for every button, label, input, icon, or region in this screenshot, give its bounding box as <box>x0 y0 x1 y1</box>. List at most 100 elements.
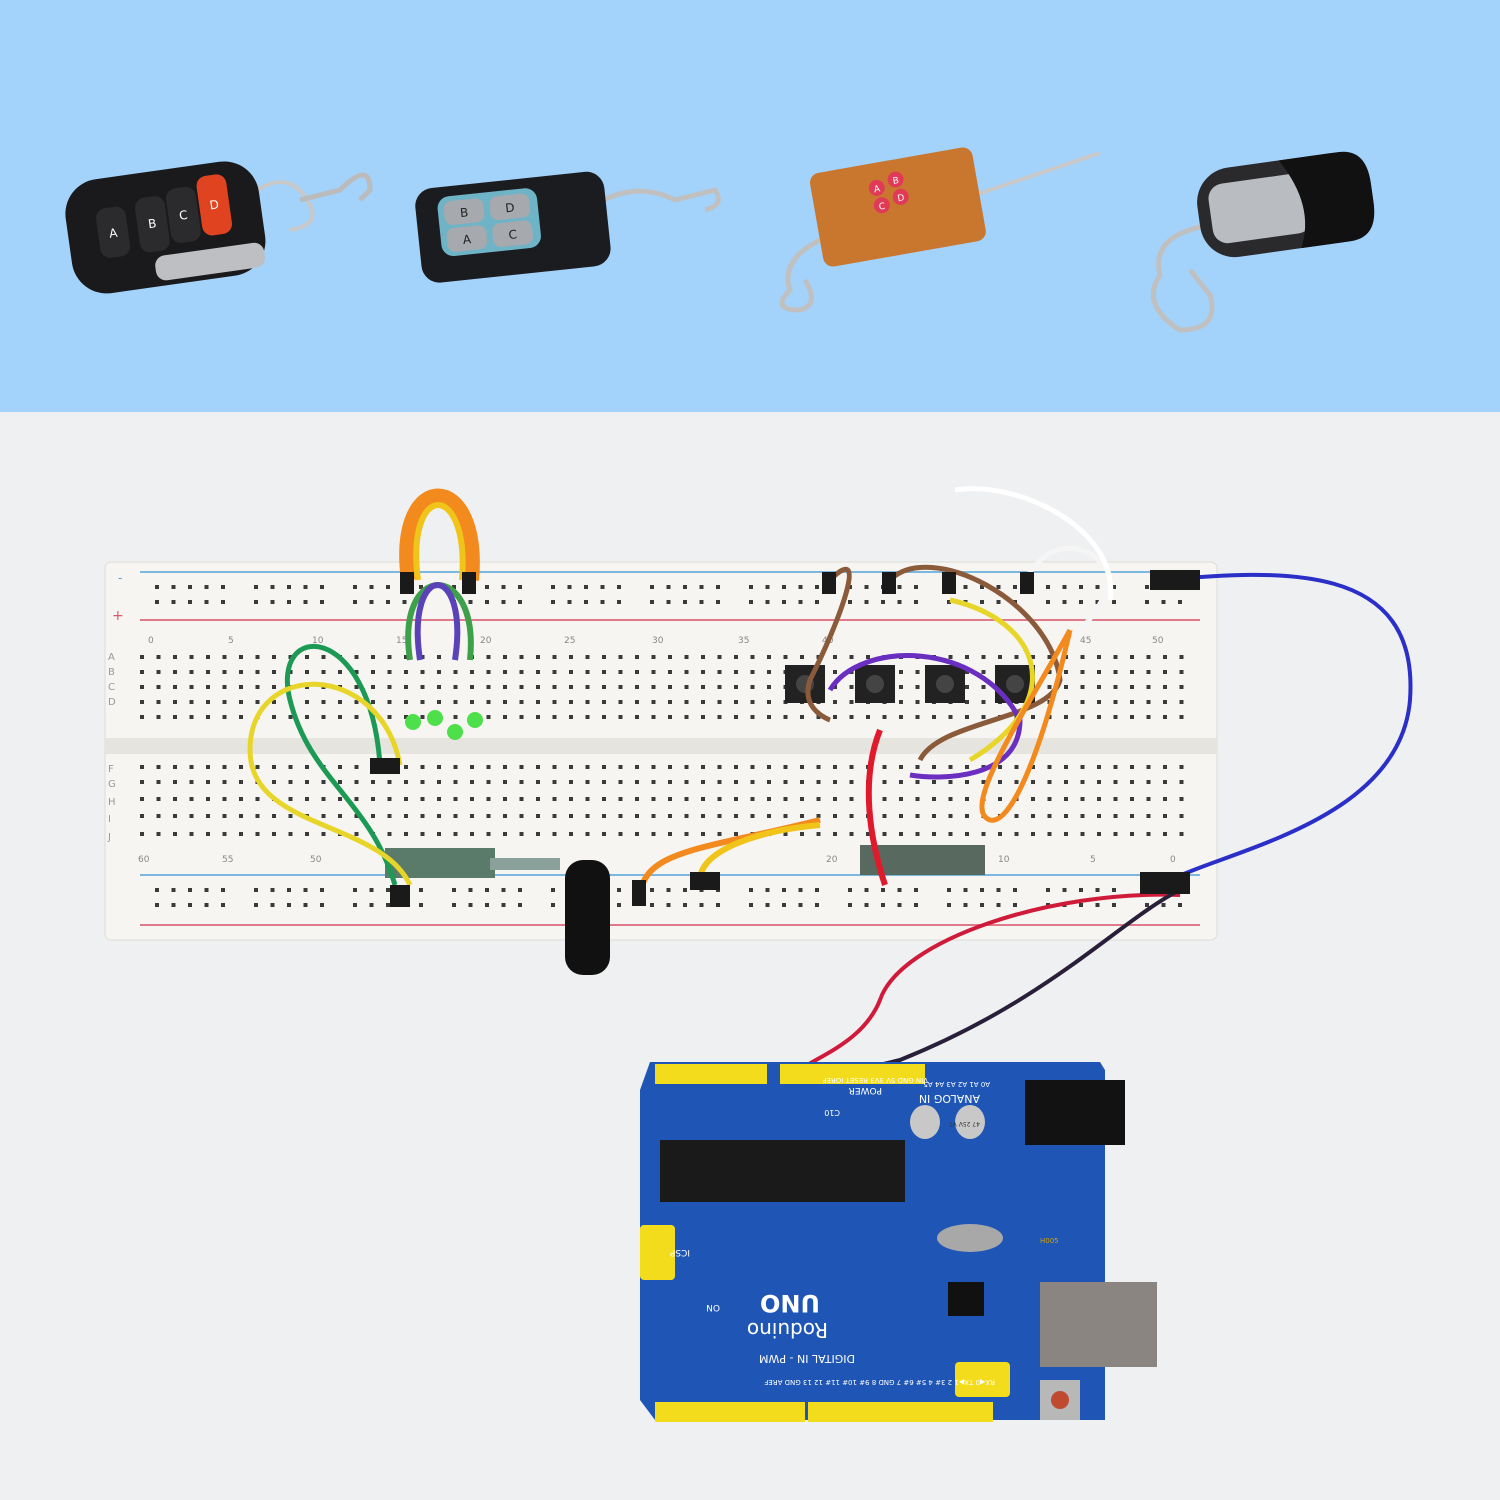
breadboard-hole <box>816 765 821 769</box>
breadboard-hole <box>140 685 144 689</box>
breadboard-hole <box>536 685 540 689</box>
breadboard-hole <box>338 814 342 818</box>
breadboard-hole <box>354 715 359 719</box>
breadboard-hole <box>618 700 623 704</box>
breadboard-hole <box>189 765 194 769</box>
breadboard-hole <box>717 685 722 689</box>
breadboard-hole <box>354 814 359 818</box>
breadboard-hole <box>750 715 755 719</box>
breadboard-hole <box>206 685 210 689</box>
breadboard-hole <box>1080 780 1085 784</box>
power-header <box>780 1064 925 1084</box>
breadboard-hole <box>171 903 176 907</box>
breadboard-hole <box>552 832 557 836</box>
breadboard-hole <box>1097 780 1101 784</box>
breadboard-hole <box>501 600 506 604</box>
breadboard-hole <box>849 765 854 769</box>
breadboard-hole <box>1062 600 1067 604</box>
breadboard-hole <box>897 888 902 892</box>
breadboard-hole <box>749 888 753 892</box>
row-letter: A <box>108 652 115 663</box>
breadboard-hole <box>321 700 326 704</box>
remote-1: A B C D <box>65 161 373 294</box>
breadboard-hole <box>270 600 275 604</box>
breadboard-hole <box>684 715 689 719</box>
breadboard-hole <box>486 780 491 784</box>
breadboard-hole <box>189 797 194 801</box>
col-number: 30 <box>652 636 664 646</box>
breadboard-hole <box>980 600 984 604</box>
jumper-wires <box>247 486 1413 1082</box>
breadboard-hole <box>684 765 689 769</box>
breadboard-hole <box>272 685 276 689</box>
breadboard-hole <box>717 797 722 801</box>
breadboard-hole <box>767 780 771 784</box>
breadboard-hole <box>866 715 870 719</box>
breadboard-hole <box>965 814 969 818</box>
breadboard-hole <box>1113 765 1118 769</box>
breadboard-hole <box>188 600 192 604</box>
breadboard-hole <box>932 715 936 719</box>
breadboard-hole <box>486 655 491 659</box>
breadboard-hole <box>783 655 788 659</box>
breadboard-hole <box>1130 670 1134 674</box>
breadboard-hole <box>1080 685 1085 689</box>
breadboard-hole <box>470 780 474 784</box>
breadboard-hole <box>486 700 491 704</box>
arduino-board: ANALOG IN A0 A1 A2 A3 A4 A5 POWER VIN GN… <box>640 1062 1157 1422</box>
breadboard-hole <box>453 700 458 704</box>
breadboard-hole <box>453 832 458 836</box>
breadboard-hole <box>618 715 623 719</box>
breadboard-hole <box>387 655 392 659</box>
power-pin-labels: VIN GND 5V 3V3 RESET IOREF <box>822 1076 928 1084</box>
breadboard-hole <box>404 765 408 769</box>
breadboard-hole <box>849 655 854 659</box>
breadboard-hole <box>338 780 342 784</box>
breadboard-hole <box>288 655 293 659</box>
breadboard-hole <box>651 655 656 659</box>
breadboard-hole <box>996 585 1001 589</box>
breadboard-hole <box>1130 655 1134 659</box>
breadboard-hole <box>1031 655 1035 659</box>
breadboard-hole <box>287 600 291 604</box>
breadboard-hole <box>848 888 852 892</box>
breadboard-hole <box>635 765 639 769</box>
breadboard-hole <box>602 832 606 836</box>
breadboard-hole <box>140 814 144 818</box>
breadboard-hole <box>189 655 194 659</box>
breadboard-hole <box>965 765 969 769</box>
breadboard-hole <box>635 655 639 659</box>
breadboard-hole <box>239 780 243 784</box>
breadboard-hole <box>386 888 390 892</box>
breadboard-hole <box>206 797 210 801</box>
breadboard-hole <box>1031 797 1035 801</box>
breadboard-hole <box>255 814 260 818</box>
breadboard-hole <box>1031 715 1035 719</box>
breadboard-hole <box>1013 903 1017 907</box>
breadboard-hole <box>1146 832 1151 836</box>
breadboard-hole <box>734 814 738 818</box>
breadboard-hole <box>1047 670 1052 674</box>
breadboard-hole <box>666 903 671 907</box>
remote-1-button-c: C <box>178 208 188 223</box>
breadboard-hole <box>1178 600 1182 604</box>
breadboard-hole <box>288 832 293 836</box>
breadboard-hole <box>255 655 260 659</box>
breadboard-hole <box>485 903 489 907</box>
breadboard-hole <box>437 832 441 836</box>
breadboard-hole <box>552 700 557 704</box>
breadboard-hole <box>635 780 639 784</box>
breadboard-hole <box>468 600 473 604</box>
breadboard-hole <box>404 655 408 659</box>
remote-1-button-b: B <box>147 216 157 231</box>
breadboard-hole <box>666 888 671 892</box>
breadboard-hole <box>404 780 408 784</box>
breadboard-hole <box>486 765 491 769</box>
breadboard-hole <box>1163 832 1167 836</box>
breadboard-hole <box>420 700 425 704</box>
breadboard-hole <box>1145 600 1149 604</box>
breadboard-hole <box>1047 780 1052 784</box>
breadboard-hole <box>734 700 738 704</box>
breadboard-hole <box>155 903 159 907</box>
breadboard-hole <box>140 655 144 659</box>
